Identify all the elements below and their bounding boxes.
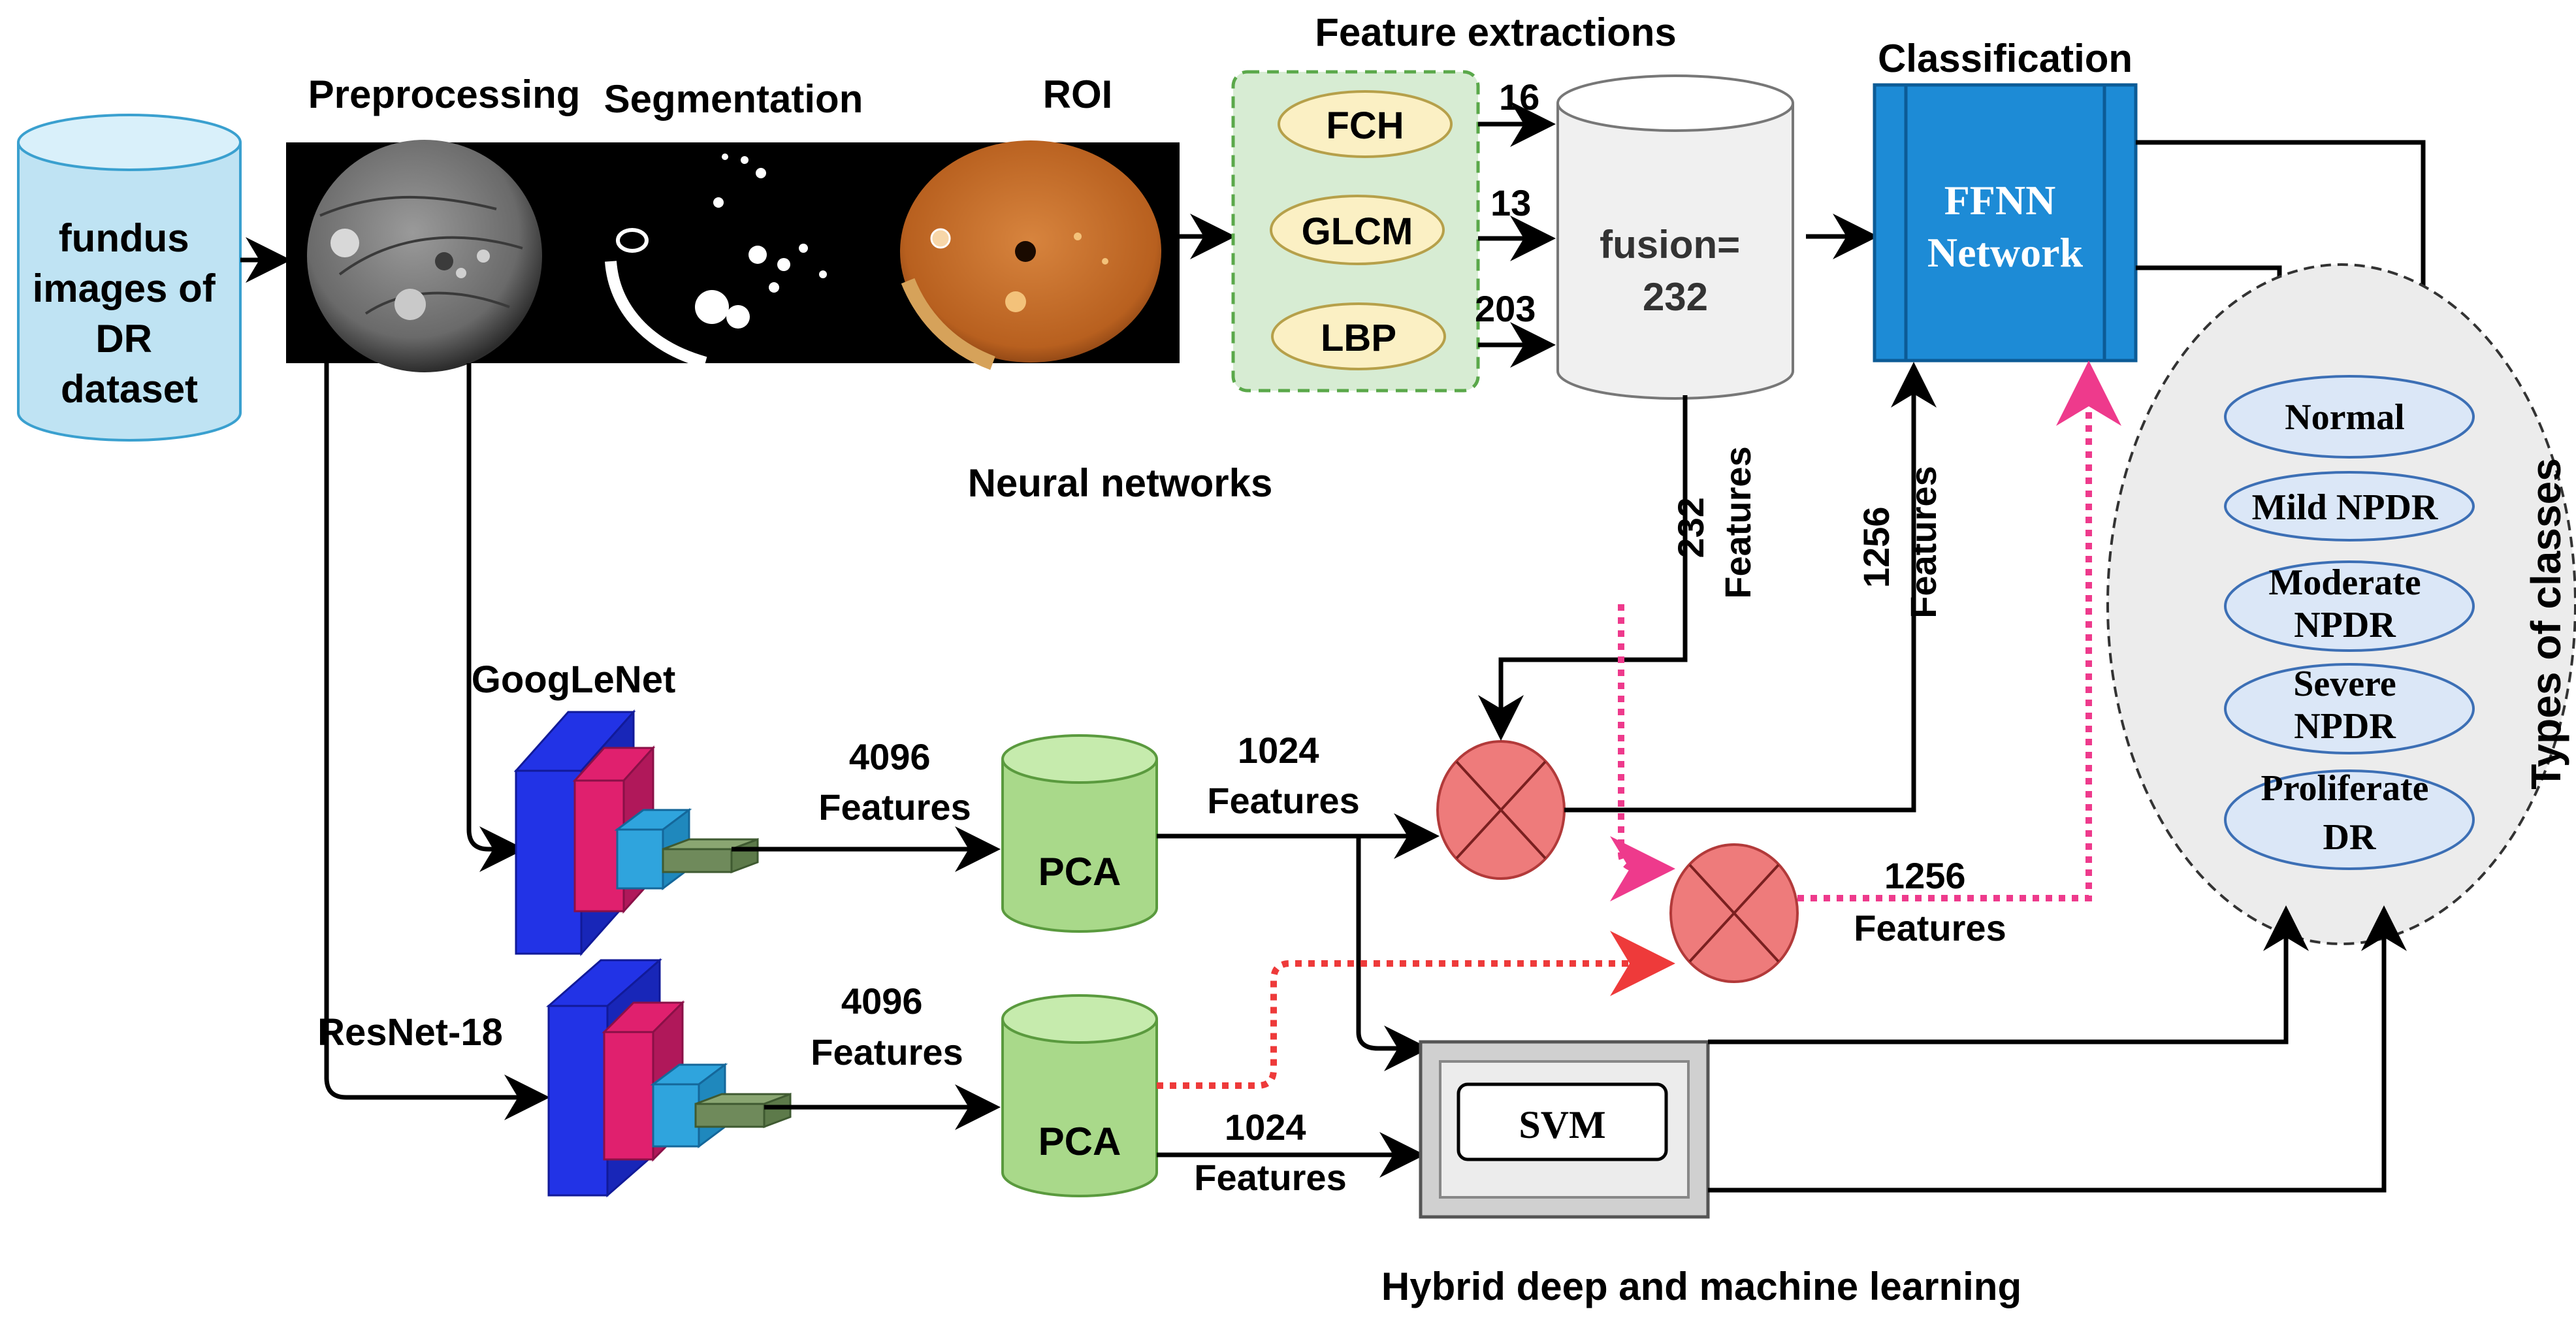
- fch-count: 16: [1499, 76, 1539, 118]
- class-label-line: NPDR: [2294, 706, 2396, 747]
- roi-label: ROI: [1043, 73, 1113, 116]
- svg-text:fundus images of D: fundus images of DR dataset: [33, 216, 227, 411]
- class-label-line: Proliferate: [2261, 768, 2428, 809]
- preprocessing-label: Preprocessing: [308, 73, 581, 116]
- dotted-arrow-pca-to-node-2: [1157, 931, 1675, 1089]
- svg-text:1024 Features: 1024 Features: [1194, 1107, 1346, 1198]
- types-of-classes-label: Types of classes: [2522, 458, 2569, 790]
- class-label-line: Moderate: [2268, 562, 2421, 603]
- svg-text:1256 Features: 1256 Features: [1854, 855, 2006, 948]
- googlenet-features-word: Features: [818, 786, 971, 828]
- ffnn-label-line: FFNN: [1944, 177, 2056, 223]
- class-normal-pill: [2224, 375, 2475, 459]
- svg-text:1256 Features: 1256 Features: [1856, 466, 1944, 618]
- resnet-features-word: Features: [811, 1031, 963, 1073]
- pca-label: PCA: [1038, 1120, 1121, 1163]
- svg-text:FFNN Network: FFNN Network: [1927, 177, 2084, 276]
- googlenet-cnn-block: [513, 709, 759, 956]
- fch-label: FCH: [1326, 105, 1404, 147]
- lbp-label: LBP: [1321, 317, 1396, 359]
- arrow-preprocessing-to-resnet: [324, 363, 550, 1120]
- class-severe-npdr-pill: [2224, 663, 2475, 754]
- fusion-label-line: 232: [1643, 275, 1708, 319]
- fusion-node-2: [1669, 843, 1799, 983]
- svg-text:232 Features: 232 Features: [1670, 446, 1758, 598]
- class-mild-npdr-pill: [2224, 471, 2475, 542]
- ffnn-network-box: FFNN Network: [1873, 83, 2138, 363]
- dotted-arrow-node-2-to-ffnn: [1797, 361, 2121, 901]
- class-label-line: DR: [2323, 817, 2376, 858]
- arrow-preprocessing-to-googlenet: [466, 363, 525, 872]
- googlenet-features-count: 4096: [849, 736, 931, 777]
- class-proliferate-dr-pill: [2224, 769, 2475, 870]
- pca-label: PCA: [1038, 850, 1121, 894]
- dataset-label-line: images of: [33, 267, 216, 310]
- pca2-features-count: 1024: [1225, 1107, 1306, 1148]
- class-moderate-npdr-pill: [2224, 560, 2475, 652]
- svm-label: SVM: [1519, 1103, 1605, 1146]
- class-label-line: Mild NPDR: [2252, 487, 2438, 528]
- fch-pill: [1278, 90, 1453, 158]
- feature-extractions-label: Feature extractions: [1315, 10, 1677, 54]
- svg-text:4096 Features: 4096 Features: [811, 980, 963, 1073]
- svg-text:4096 Features: 4096 Features: [818, 736, 971, 828]
- fusion-label-line: fusion=: [1600, 223, 1740, 267]
- resnet-features-count: 4096: [841, 980, 923, 1022]
- feature-extraction-box: FCH GLCM LBP: [1231, 70, 1480, 393]
- fusion-node-1: [1436, 740, 1566, 880]
- to-ffnn-dotted-word: Features: [1854, 907, 2006, 948]
- hybrid-label: Hybrid deep and machine learning: [1381, 1265, 2021, 1308]
- roi-image: [879, 140, 1180, 370]
- arrow-fusion-to-node-1: [1478, 395, 1688, 741]
- arrow-pca-to-svm-top: [1356, 836, 1430, 1071]
- glcm-pill: [1270, 195, 1445, 265]
- pca1-features-count: 1024: [1238, 730, 1319, 771]
- dotted-arrow-to-node-2: [1610, 604, 1675, 901]
- pca1-features-word: Features: [1207, 780, 1359, 821]
- resnet-label: ResNet-18: [317, 1011, 503, 1054]
- svg-text:fusion= 232: fusion= 232: [1600, 223, 1751, 319]
- resnet-cnn-block: [546, 958, 792, 1198]
- ffnn-label-line: Network: [1927, 229, 2084, 276]
- arrow-node-1-to-ffnn: [1564, 362, 1937, 813]
- to-ffnn-vertical-count: 1256: [1856, 506, 1897, 588]
- classification-label: Classification: [1878, 37, 2133, 80]
- classes-group: Normal Mild NPDR Moderate NPDR Severe NP…: [2106, 263, 2576, 945]
- dataset-cylinder: fundus images of DR dataset: [17, 114, 242, 442]
- segmentation-image: [575, 142, 879, 368]
- dataset-label-line: dataset: [61, 367, 198, 411]
- dataset-label-line: fundus: [59, 216, 189, 260]
- neural-networks-label: Neural networks: [968, 461, 1273, 505]
- svm-box: SVM: [1419, 1040, 1710, 1219]
- pca2-features-word: Features: [1194, 1157, 1346, 1198]
- dataset-label-line: DR: [95, 317, 152, 361]
- class-label-line: NPDR: [2294, 605, 2396, 645]
- class-label-line: Severe: [2293, 664, 2396, 704]
- svg-text:Normal Mild NPDR M: Normal Mild NPDR Moderate NPDR Severe NP…: [2252, 397, 2447, 858]
- fusion-vertical-count: 232: [1670, 497, 1711, 558]
- glcm-label: GLCM: [1302, 210, 1413, 253]
- lbp-pill: [1271, 302, 1446, 370]
- preprocessing-image: [286, 140, 575, 372]
- to-ffnn-dotted-count: 1256: [1884, 855, 1966, 896]
- svg-text:1024 Features: 1024 Features: [1207, 730, 1359, 821]
- googlenet-label: GoogLeNet: [472, 658, 676, 701]
- pca-cylinder-resnet: PCA: [1001, 994, 1158, 1197]
- arrow-svm-to-classes-right: [1708, 905, 2407, 1193]
- to-ffnn-vertical-word: Features: [1903, 466, 1944, 618]
- fusion-vertical-word: Features: [1717, 446, 1758, 598]
- pca-cylinder-googlenet: PCA: [1001, 734, 1158, 933]
- fusion-cylinder: fusion= 232: [1556, 74, 1794, 400]
- lbp-count: 203: [1475, 288, 1536, 329]
- segmentation-label: Segmentation: [604, 77, 863, 121]
- arrow-svm-to-classes-left: [1708, 905, 2309, 1044]
- glcm-count: 13: [1490, 182, 1531, 223]
- class-label-line: Normal: [2285, 397, 2405, 438]
